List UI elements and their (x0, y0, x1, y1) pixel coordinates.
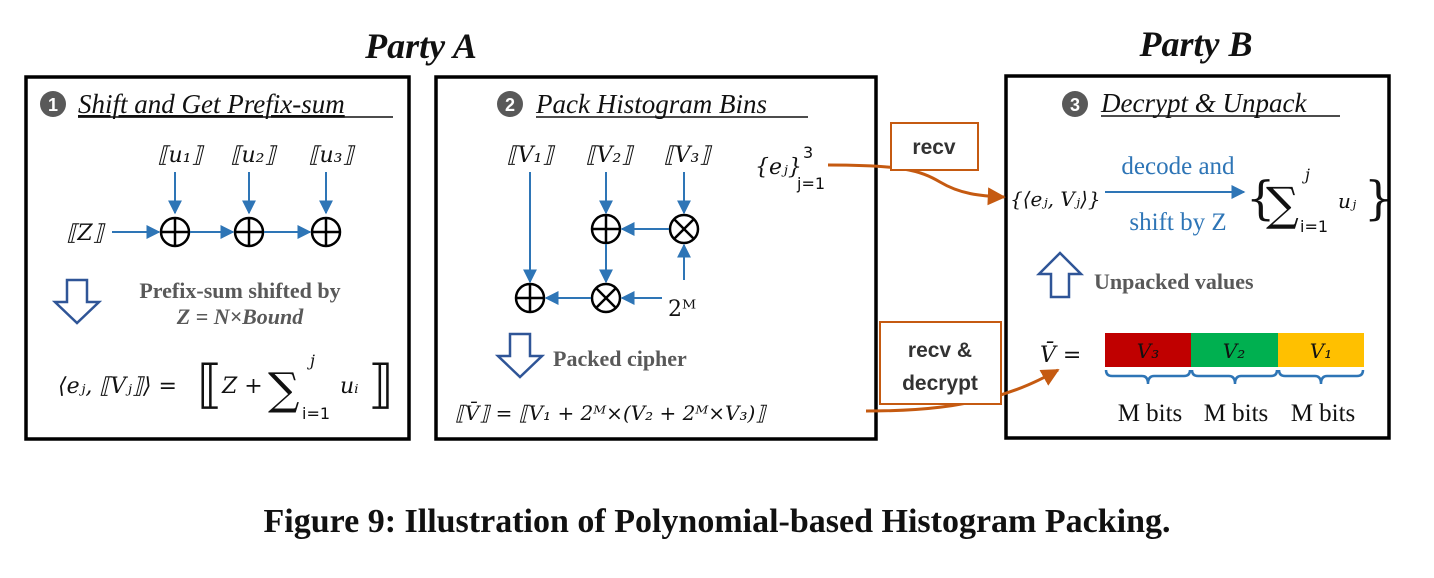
input-z: ⟦Z⟧ (66, 221, 105, 246)
bits-label-2: M bits (1204, 400, 1269, 427)
sum-symbol: ∑ (1266, 177, 1299, 231)
input-v3: ⟦V₃⟧ (664, 143, 713, 168)
panel-shift-prefix-sum: 1 Shift and Get Prefix-sum ⟦u₁⟧ ⟦u₂⟧ ⟦u₃… (24, 75, 411, 441)
vbar-label: V̄ = (1040, 341, 1081, 368)
unpacked-label: Unpacked values (1094, 269, 1254, 294)
brace-open: { (1246, 171, 1275, 225)
up-arrow-icon (1035, 251, 1085, 299)
panel-title: Shift and Get Prefix-sum (78, 89, 345, 119)
sum-lower: i=1 (1300, 217, 1328, 236)
recv-label: recv (912, 136, 956, 159)
add-operator (233, 216, 265, 248)
recv-decrypt-box (879, 321, 1002, 405)
recv-flow: recv (827, 122, 1006, 206)
power-label: 2ᴹ (668, 297, 696, 322)
step-number-badge (497, 91, 523, 117)
e-set-sup: 3 (803, 143, 813, 162)
down-arrow-icon (494, 332, 546, 379)
add-operator (159, 216, 191, 248)
input-u3: ⟦u₃⟧ (309, 143, 356, 168)
panel-decrypt-unpack: 3 Decrypt & Unpack {⟨eⱼ, Vⱼ⟩} decode and… (1004, 74, 1393, 440)
down-arrow-icon (51, 278, 103, 325)
input-v2: ⟦V₂⟧ (586, 143, 635, 168)
pairs-set: {⟨eⱼ, Vⱼ⟩} (1010, 187, 1101, 211)
packed-segments: V₃ V₂ V₁ (1105, 333, 1364, 367)
segment-v3 (1105, 333, 1191, 367)
segment-v2-label: V₂ (1223, 339, 1245, 363)
decode-label: decode and (1121, 153, 1235, 180)
step-number-badge (1062, 91, 1088, 117)
note-prefix-sum: Prefix-sum shifted by (139, 278, 340, 303)
input-v1: ⟦V₁⟧ (507, 143, 556, 168)
sum-upper: j (1302, 165, 1310, 184)
bits-label-1: M bits (1118, 400, 1183, 427)
formula-left: ⟨eⱼ, ⟦Vⱼ⟧⟩ = (58, 374, 177, 399)
brace-close: } (1364, 171, 1393, 225)
add-operator (514, 282, 546, 314)
packed-formula: ⟦V̄⟧ = ⟦V₁ + 2ᴹ×(V₂ + 2ᴹ×V₃)⟧ (455, 400, 767, 425)
step-number: 3 (1070, 95, 1080, 115)
panel-title: Decrypt & Unpack (1100, 88, 1307, 118)
add-operator (310, 216, 342, 248)
segment-v1-label: V₁ (1310, 339, 1332, 363)
e-set-sub: j=1 (796, 174, 825, 193)
input-u1: ⟦u₁⟧ (158, 143, 205, 168)
input-u2: ⟦u₂⟧ (231, 143, 278, 168)
recv-decrypt-line2: decrypt (902, 372, 978, 395)
segment-v2 (1191, 333, 1278, 367)
recv-decrypt-line1: recv & (908, 339, 972, 362)
recv-box (890, 122, 979, 171)
shift-label: shift by Z (1129, 209, 1226, 236)
sum-term: uᵢ (340, 374, 359, 399)
party-a-title: Party A (364, 26, 477, 66)
sum-symbol: ∑ (268, 364, 299, 415)
multiply-operator (668, 213, 700, 245)
sum-upper: j (307, 351, 315, 370)
add-operator (590, 213, 622, 245)
bit-brackets (1104, 369, 1365, 385)
step-number: 1 (48, 95, 58, 115)
figure-caption: Figure 9: Illustration of Polynomial-bas… (263, 503, 1171, 540)
sum-term: uⱼ (1338, 189, 1357, 213)
bracket-close: ⟧ (368, 355, 394, 415)
e-set: {eⱼ} (755, 155, 802, 180)
bits-label-3: M bits (1291, 400, 1356, 427)
recv-decrypt-flow: recv & decrypt (865, 321, 1060, 413)
note-bound: Z = N×Bound (176, 304, 305, 329)
party-b-title: Party B (1139, 24, 1253, 64)
segment-v1 (1278, 333, 1364, 367)
note-packed-cipher: Packed cipher (553, 346, 687, 371)
bracket-open: ⟦ (197, 355, 223, 415)
step-number: 2 (505, 95, 515, 115)
segment-v3-label: V₃ (1137, 339, 1159, 363)
panel-pack-histogram-bins: 2 Pack Histogram Bins ⟦V₁⟧ ⟦V₂⟧ ⟦V₃⟧ {eⱼ… (434, 75, 878, 441)
formula-z: Z + (221, 374, 263, 399)
step-number-badge (40, 91, 66, 117)
multiply-operator (590, 282, 622, 314)
panel-title: Pack Histogram Bins (535, 89, 767, 119)
sum-lower: i=1 (302, 404, 330, 423)
